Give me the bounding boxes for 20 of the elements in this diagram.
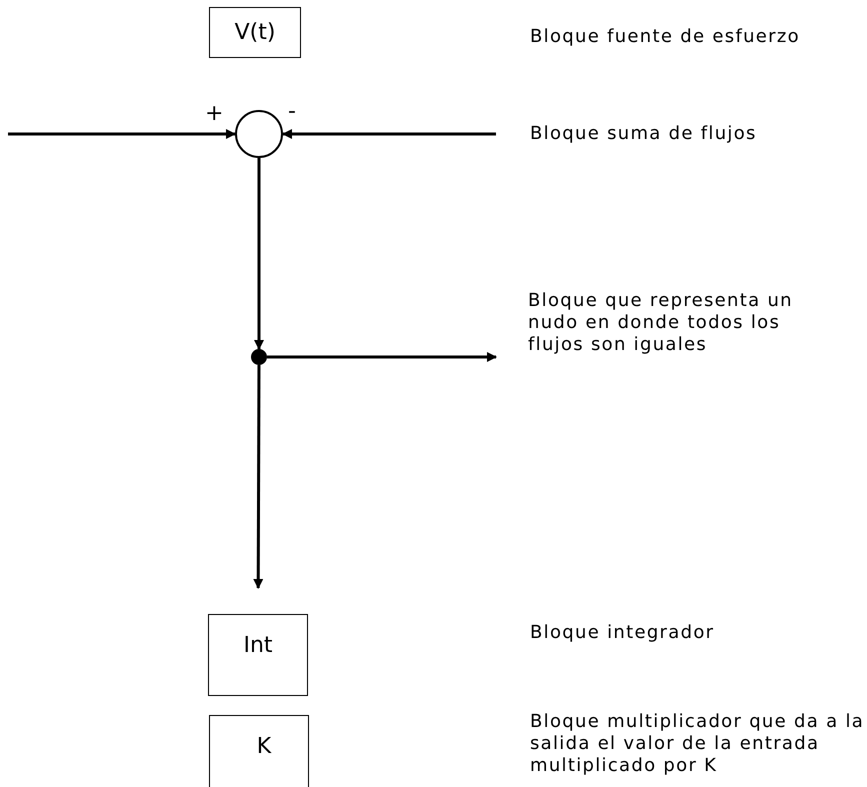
arrow: [267, 352, 497, 362]
arrow: [282, 129, 496, 139]
block-label: V(t): [234, 20, 276, 45]
block-box: [209, 715, 309, 787]
arrow: [8, 129, 236, 139]
description-text: Bloque suma de flujos: [530, 123, 758, 145]
description-text: Bloque integrador: [530, 622, 716, 644]
junction-dot: [251, 349, 267, 365]
block-box: [209, 7, 301, 58]
description-text: Bloque que representa un nudo en donde todos los flujos son iguales: [528, 290, 794, 356]
sign-label: +: [205, 103, 224, 125]
arrow: [253, 365, 264, 589]
block-label: Int: [243, 633, 273, 658]
block-box: [208, 614, 308, 696]
block-label: K: [256, 734, 272, 759]
sign-label: -: [288, 101, 296, 123]
summing-junction-circle: [235, 110, 283, 158]
description-text: Bloque fuente de esfuerzo: [530, 26, 801, 48]
description-text: Bloque multiplicador que da a la salida el valor de la entrada multiplicado por K: [530, 711, 866, 777]
arrow: [254, 158, 264, 350]
